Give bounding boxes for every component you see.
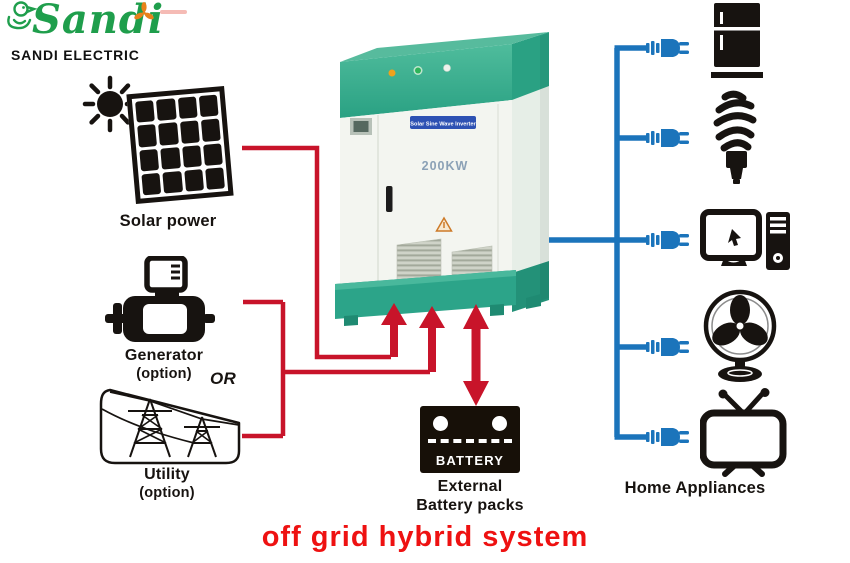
company-name: SANDI ELECTRIC bbox=[11, 47, 140, 63]
utility-label: Utility (option) bbox=[139, 466, 195, 501]
inverter-banner bbox=[410, 116, 476, 129]
logo-wordmark: Sandi bbox=[32, 0, 165, 43]
generator-label: Generator (option) bbox=[124, 347, 204, 382]
battery-badge: BATTERY bbox=[435, 453, 505, 468]
or-label: OR bbox=[210, 369, 236, 388]
refrigerator-icon bbox=[711, 3, 763, 78]
battery-caption: External Battery packs bbox=[416, 478, 524, 514]
inverter-cabinet: Solar Sine Wave Inverter 200KW bbox=[335, 32, 549, 326]
plug-icon bbox=[646, 39, 689, 57]
inverter-banner-text: Solar Sine Wave Inverter bbox=[410, 122, 476, 128]
system-title: off grid hybrid system bbox=[261, 521, 589, 553]
sandi-logo: Sandi bbox=[7, 0, 208, 66]
arrow-solar-to-inverter bbox=[381, 303, 407, 357]
plug-icon bbox=[646, 231, 689, 249]
generator-icon bbox=[105, 256, 215, 342]
propeller-icon bbox=[134, 2, 154, 20]
red-source-lines bbox=[242, 145, 430, 439]
arrow-gen-utility-to-inverter bbox=[419, 306, 445, 372]
door-handle bbox=[386, 186, 393, 212]
utility-towers-icon bbox=[99, 388, 241, 465]
solar-power-label: Solar power bbox=[119, 212, 217, 230]
home-appliances-label: Home Appliances bbox=[624, 479, 766, 497]
television-icon bbox=[700, 388, 787, 477]
indicator-light-green bbox=[415, 67, 421, 74]
indicator-light-white bbox=[443, 64, 451, 72]
power-rating-text: 200KW bbox=[422, 159, 469, 173]
desktop-computer-icon bbox=[700, 209, 790, 270]
plug-icon bbox=[646, 428, 689, 446]
cfl-bulb-icon bbox=[713, 90, 757, 184]
plug-icon bbox=[646, 338, 689, 356]
arrow-inverter-battery-bidirectional bbox=[463, 304, 489, 406]
duck-icon bbox=[7, 1, 38, 30]
plug-icon bbox=[646, 129, 689, 147]
battery-icon: BATTERY bbox=[420, 406, 520, 473]
electric-fan-icon bbox=[703, 289, 777, 382]
indicator-light-amber bbox=[388, 69, 396, 77]
blue-ac-lines bbox=[549, 45, 646, 440]
red-smudge bbox=[160, 10, 187, 14]
